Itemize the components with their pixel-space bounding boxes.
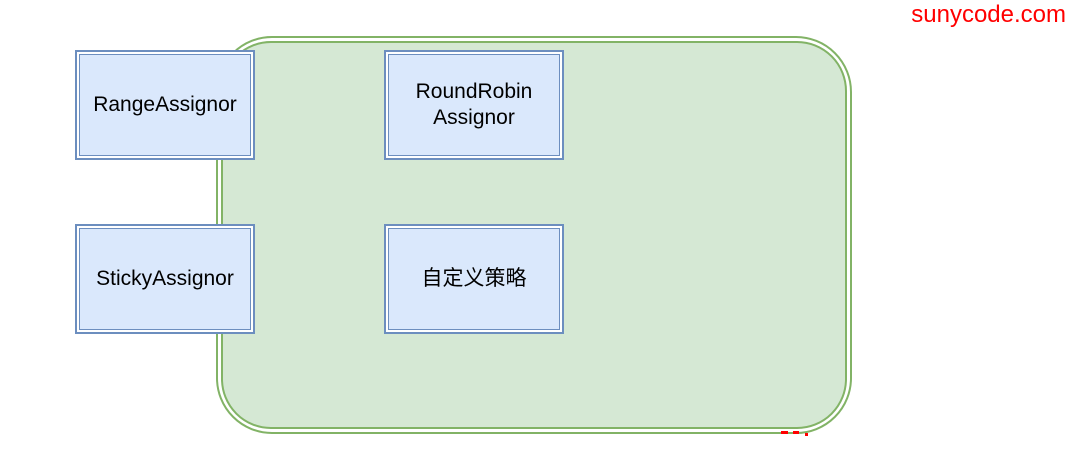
bottom-artifact-mark <box>805 433 808 436</box>
node-label: 自定义策略 <box>421 266 527 290</box>
node-label: RoundRobin Assignor <box>415 79 533 129</box>
node-custom-strategy-inner: 自定义策略 <box>388 228 560 330</box>
node-label: StickyAssignor <box>96 266 234 290</box>
bottom-artifact-mark <box>781 431 788 434</box>
node-roundrobin-assignor-inner: RoundRobin Assignor <box>388 54 560 156</box>
node-label: RangeAssignor <box>93 92 237 116</box>
node-sticky-assignor: StickyAssignor <box>75 224 255 334</box>
bottom-artifact-mark <box>793 431 799 434</box>
watermark-text: sunycode.com <box>911 1 1066 28</box>
node-range-assignor-inner: RangeAssignor <box>79 54 251 156</box>
node-range-assignor: RangeAssignor <box>75 50 255 160</box>
node-sticky-assignor-inner: StickyAssignor <box>79 228 251 330</box>
node-custom-strategy: 自定义策略 <box>384 224 564 334</box>
node-roundrobin-assignor: RoundRobin Assignor <box>384 50 564 160</box>
